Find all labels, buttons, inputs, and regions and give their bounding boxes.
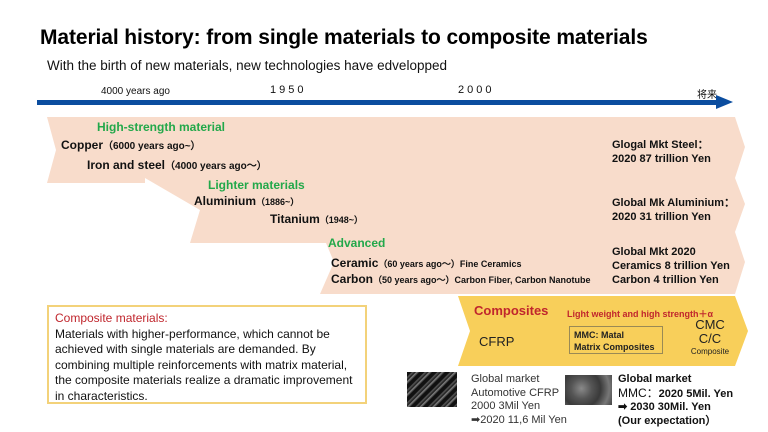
material-ceramic: Ceramic（60 years ago～）Fine Ceramics: [331, 256, 521, 270]
material-period: （4000 years ago～）: [165, 161, 267, 172]
material-note: Fine Ceramics: [459, 259, 522, 269]
tick-future: 将来: [697, 90, 717, 101]
mmc-market-prefix: MMC：: [618, 385, 659, 400]
timeline-arrow-head-icon: [716, 95, 733, 109]
material-iron-steel: Iron and steel（4000 years ago～）: [87, 157, 267, 172]
category-composites: Composites: [474, 303, 549, 318]
material-name: Carbon: [331, 272, 373, 286]
material-note: Carbon Fiber, Carbon Nanotube: [454, 275, 591, 285]
market-steel: Glogal Mkt Steel： 2020 87 trillion Yen: [612, 138, 711, 166]
material-period: （60 years ago～）: [378, 259, 460, 269]
mmc-market-2030: ➡ 2030 30Mil. Yen: [618, 401, 711, 413]
mmc-market-info: Global market MMC：2020 5Mil. Yen ➡ 2030 …: [618, 373, 733, 428]
market-line: Global Mkt 2020: [612, 246, 696, 258]
cfrp-line: Global market: [471, 373, 540, 385]
market-line: Glogal Mkt Steel：: [612, 139, 709, 151]
cfrp-line: Automotive CFRP: [471, 386, 560, 399]
material-period: （6000 years ago~）: [103, 141, 201, 152]
composite-label: Composite: [690, 347, 730, 356]
tick-1950: 1950: [270, 84, 307, 96]
material-name: Ceramic: [331, 256, 379, 270]
mmc-market-note: (Our expectation）: [618, 414, 717, 427]
market-line: Carbon 4 trillion Yen: [612, 274, 719, 286]
carbon-fiber-image: [407, 372, 457, 407]
market-line: Ceramics 8 trillion Yen: [612, 260, 730, 272]
material-aluminium: Aluminium（1886~）: [194, 194, 299, 208]
description-body: Materials with higher-performance, which…: [55, 326, 353, 403]
mmc-line: Matrix Composites: [574, 342, 655, 352]
category-lighter: Lighter materials: [208, 178, 305, 192]
category-high-strength: High-strength material: [97, 120, 226, 134]
mmc-line: MMC: Matal: [574, 330, 624, 340]
composites-tagline: Light weight and high strength＋α: [567, 309, 714, 319]
mmc-market-title: Global market: [618, 373, 692, 385]
material-titanium: Titanium（1948~）: [270, 212, 363, 226]
cc-label: C/C: [698, 331, 722, 346]
material-name: Iron and steel: [87, 158, 166, 172]
cfrp-line: ➡2020 11,6 Mil Yen: [471, 413, 567, 426]
market-aluminium: Global Mk Aluminium： 2020 31 trillion Ye…: [612, 196, 735, 224]
material-period: （1886~）: [256, 197, 300, 207]
cfrp-line: 2000 3Mil Yen: [471, 400, 541, 412]
composite-cfrp: CFRP: [479, 334, 515, 349]
material-period: （1948~）: [319, 215, 364, 225]
mmc-material-image: [565, 375, 612, 405]
description-title: Composite materials:: [55, 311, 168, 325]
market-line: 2020 87 trillion Yen: [612, 153, 711, 165]
timeline-axis: [37, 100, 720, 105]
material-carbon: Carbon（50 years ago～）Carbon Fiber, Carbo…: [331, 272, 591, 286]
composite-description-box: Composite materials: Materials with high…: [47, 305, 367, 404]
market-ceramic-carbon: Global Mkt 2020 Ceramics 8 trillion Yen …: [612, 245, 730, 287]
market-line: Global Mk Aluminium：: [612, 197, 736, 209]
page-title: Material history: from single materials …: [40, 26, 648, 49]
cmc-label: CMC: [695, 317, 725, 332]
tick-2000: 2000: [458, 84, 495, 96]
material-name: Titanium: [270, 212, 320, 226]
cfrp-market-info: Global market Automotive CFRP 2000 3Mil …: [471, 373, 567, 427]
composite-mmc-box: MMC: Matal Matrix Composites: [569, 326, 663, 354]
category-advanced: Advanced: [328, 236, 386, 250]
tick-4000-years-ago: 4000 years ago: [101, 86, 170, 97]
page-subtitle: With the birth of new materials, new tec…: [47, 58, 447, 73]
composite-cmc: CMC C/C Composite: [690, 318, 730, 357]
material-period: （50 years ago～）: [373, 275, 455, 285]
market-line: 2020 31 trillion Yen: [612, 211, 711, 223]
material-copper: Copper（6000 years ago~）: [61, 137, 201, 152]
material-name: Copper: [61, 138, 103, 152]
material-name: Aluminium: [194, 194, 256, 208]
mmc-market-2020: 2020 5Mil. Yen: [658, 387, 734, 400]
